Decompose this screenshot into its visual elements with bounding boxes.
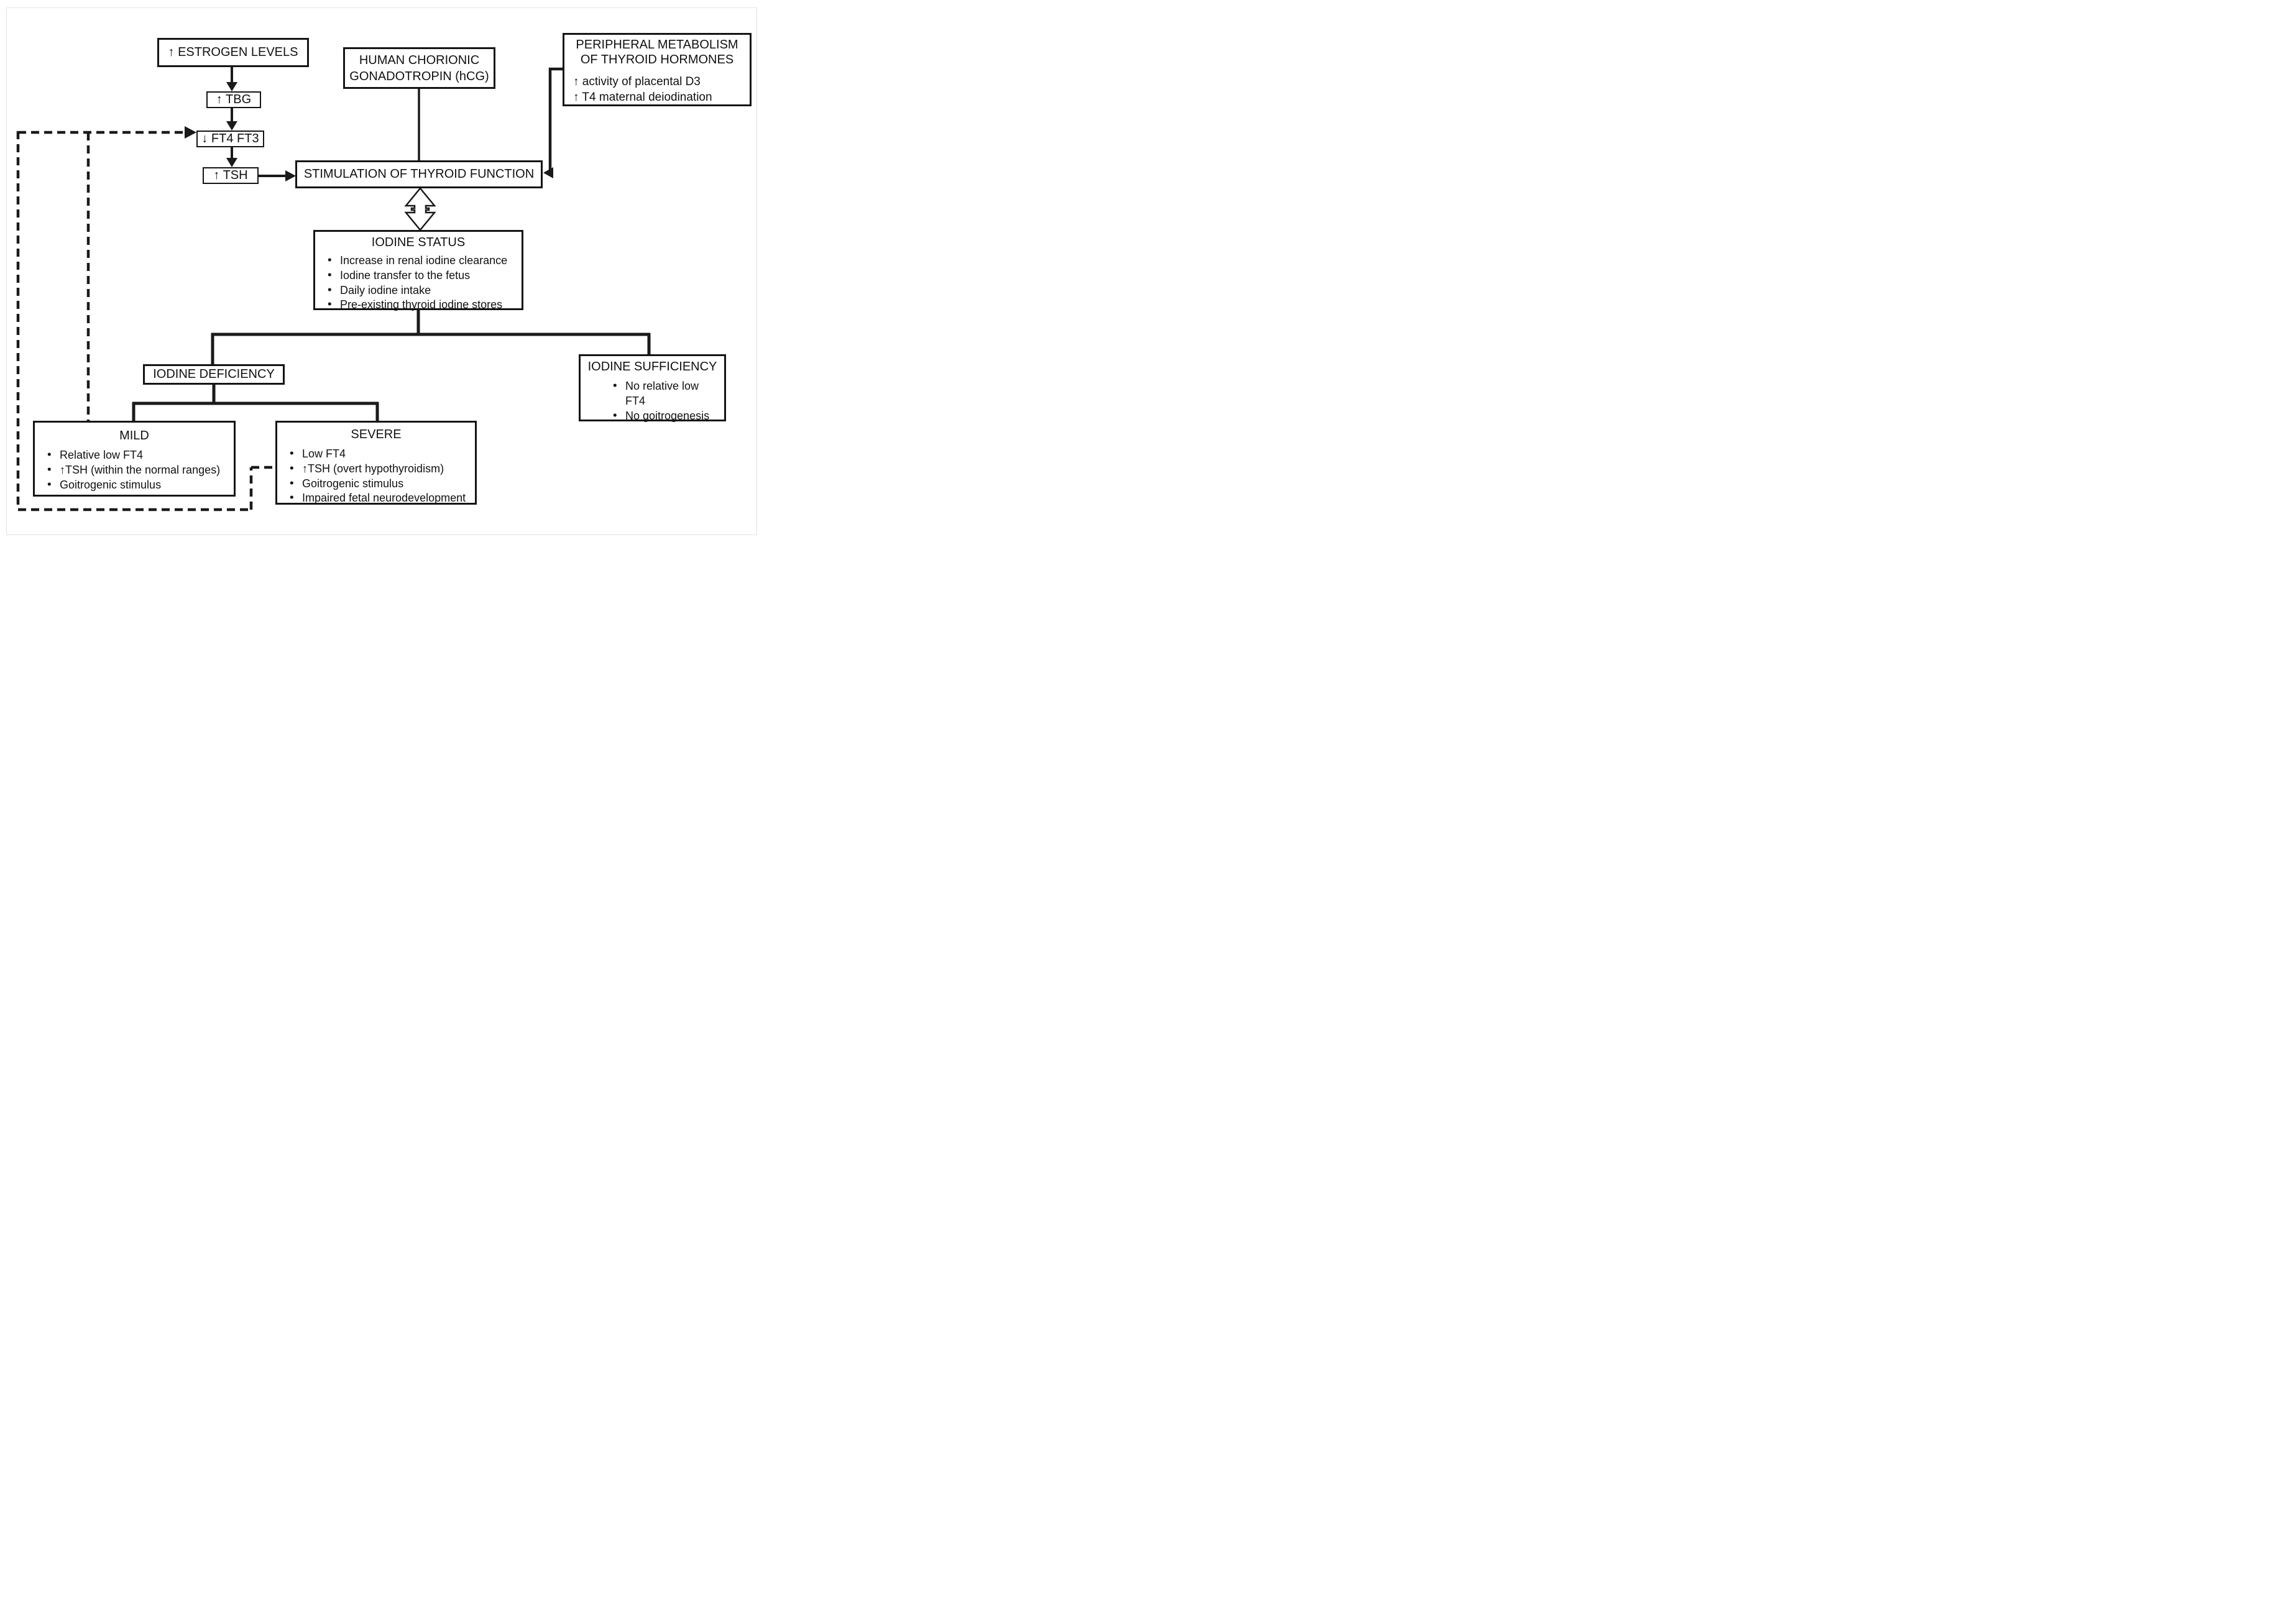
arrow-estrogen-to-tbg <box>226 67 237 91</box>
arrow-ft4ft3-to-tsh <box>226 147 237 167</box>
dashed-feedback-loop <box>16 131 275 512</box>
mild-bullet-list: Relative low FT4↑TSH (within the normal … <box>35 447 234 493</box>
severe-title: SEVERE <box>351 428 402 441</box>
bullet-item: Impaired fetal neurodevelopment <box>288 490 472 506</box>
node-stimulation-thyroid-function: STIMULATION OF THYROID FUNCTION <box>295 160 543 188</box>
dashed-arrowhead-ft4ft3 <box>185 126 196 139</box>
node-estrogen-label: ↑ ESTROGEN LEVELS <box>168 45 298 59</box>
node-iodine-deficiency: IODINE DEFICIENCY <box>143 364 285 385</box>
node-tbg: ↑ TBG <box>206 91 261 108</box>
node-peripheral-title: PERIPHERAL METABOLISM OF THYROID HORMONE… <box>564 37 750 68</box>
iodine-status-title: IODINE STATUS <box>371 236 466 249</box>
bullet-item: Daily iodine intake <box>326 283 519 298</box>
mild-title: MILD <box>119 429 149 443</box>
node-peripheral-metabolism: PERIPHERAL METABOLISM OF THYROID HORMONE… <box>563 33 752 106</box>
node-iodine-status: IODINE STATUS Increase in renal iodine c… <box>313 230 523 313</box>
node-estrogen-levels: ↑ ESTROGEN LEVELS <box>157 38 309 67</box>
branch-iodine-status <box>211 310 651 365</box>
node-mild-deficiency: MILD Relative low FT4↑TSH (within the no… <box>33 421 236 497</box>
node-tsh: ↑ TSH <box>203 167 259 184</box>
arrow-tbg-to-ft4ft3 <box>226 108 237 131</box>
node-tsh-label: ↑ TSH <box>213 168 248 182</box>
iodine-sufficiency-title: IODINE SUFFICIENCY <box>587 360 717 374</box>
severe-bullet-list: Low FT4↑TSH (overt hypothyroidism)Goitro… <box>277 446 475 506</box>
peripheral-title-line1: PERIPHERAL METABOLISM <box>576 38 738 52</box>
peripheral-item-list: ↑ activity of placental D3 ↑ T4 maternal … <box>564 74 750 105</box>
bullet-item: Increase in renal iodine clearance <box>326 253 519 268</box>
node-severe-deficiency: SEVERE Low FT4↑TSH (overt hypothyroidism… <box>275 421 477 506</box>
iodine-deficiency-label: IODINE DEFICIENCY <box>153 367 275 381</box>
peripheral-title-line2: OF THYROID HORMONES <box>580 53 734 67</box>
bullet-item: Relative low FT4 <box>46 447 231 463</box>
node-hcg-line1: HUMAN CHORIONIC <box>359 53 480 67</box>
bullet-item: Iodine transfer to the fetus <box>326 268 519 283</box>
iodine-sufficiency-bullet-list: No relative low FT4No goitrogenesis <box>581 378 724 424</box>
node-ft4-ft3-label: ↓ FT4 FT3 <box>201 132 259 145</box>
branch-iodine-deficiency <box>132 385 379 422</box>
node-hcg: HUMAN CHORIONIC GONADOTROPIN (hCG) <box>343 47 495 89</box>
node-stimulation-label: STIMULATION OF THYROID FUNCTION <box>303 167 535 181</box>
flowchart-canvas: ↑ ESTROGEN LEVELS ↑ TBG ↓ FT4 FT3 ↑ TSH … <box>0 0 763 541</box>
bullet-item: Pre-existing thyroid iodine stores <box>326 297 519 313</box>
bullet-item: Low FT4 <box>288 446 472 462</box>
connector-layer <box>16 67 651 512</box>
bullet-item: ↑TSH (overt hypothyroidism) <box>288 461 472 477</box>
bullet-item: ↑ T4 maternal deiodination <box>573 90 712 104</box>
bullet-item: No relative low FT4 <box>612 378 722 409</box>
arrow-peripheral-to-stimulation <box>543 67 563 178</box>
double-arrow-stimulation-iodine <box>404 187 436 231</box>
bullet-item: No goitrogenesis <box>612 408 722 424</box>
arrow-tsh-to-stimulation <box>259 170 296 181</box>
bullet-item: Goitrogenic stimulus <box>46 477 231 493</box>
node-hcg-line2: GONADOTROPIN (hCG) <box>349 69 489 83</box>
bullet-item: Goitrogenic stimulus <box>288 476 472 492</box>
bullet-item: ↑TSH (within the normal ranges) <box>46 462 231 478</box>
bullet-item: ↑ activity of placental D3 <box>573 75 701 88</box>
node-tbg-label: ↑ TBG <box>216 93 252 106</box>
node-iodine-sufficiency: IODINE SUFFICIENCY No relative low FT4No… <box>579 354 726 424</box>
node-ft4-ft3: ↓ FT4 FT3 <box>196 131 264 147</box>
iodine-status-bullet-list: Increase in renal iodine clearanceIodine… <box>315 253 522 313</box>
